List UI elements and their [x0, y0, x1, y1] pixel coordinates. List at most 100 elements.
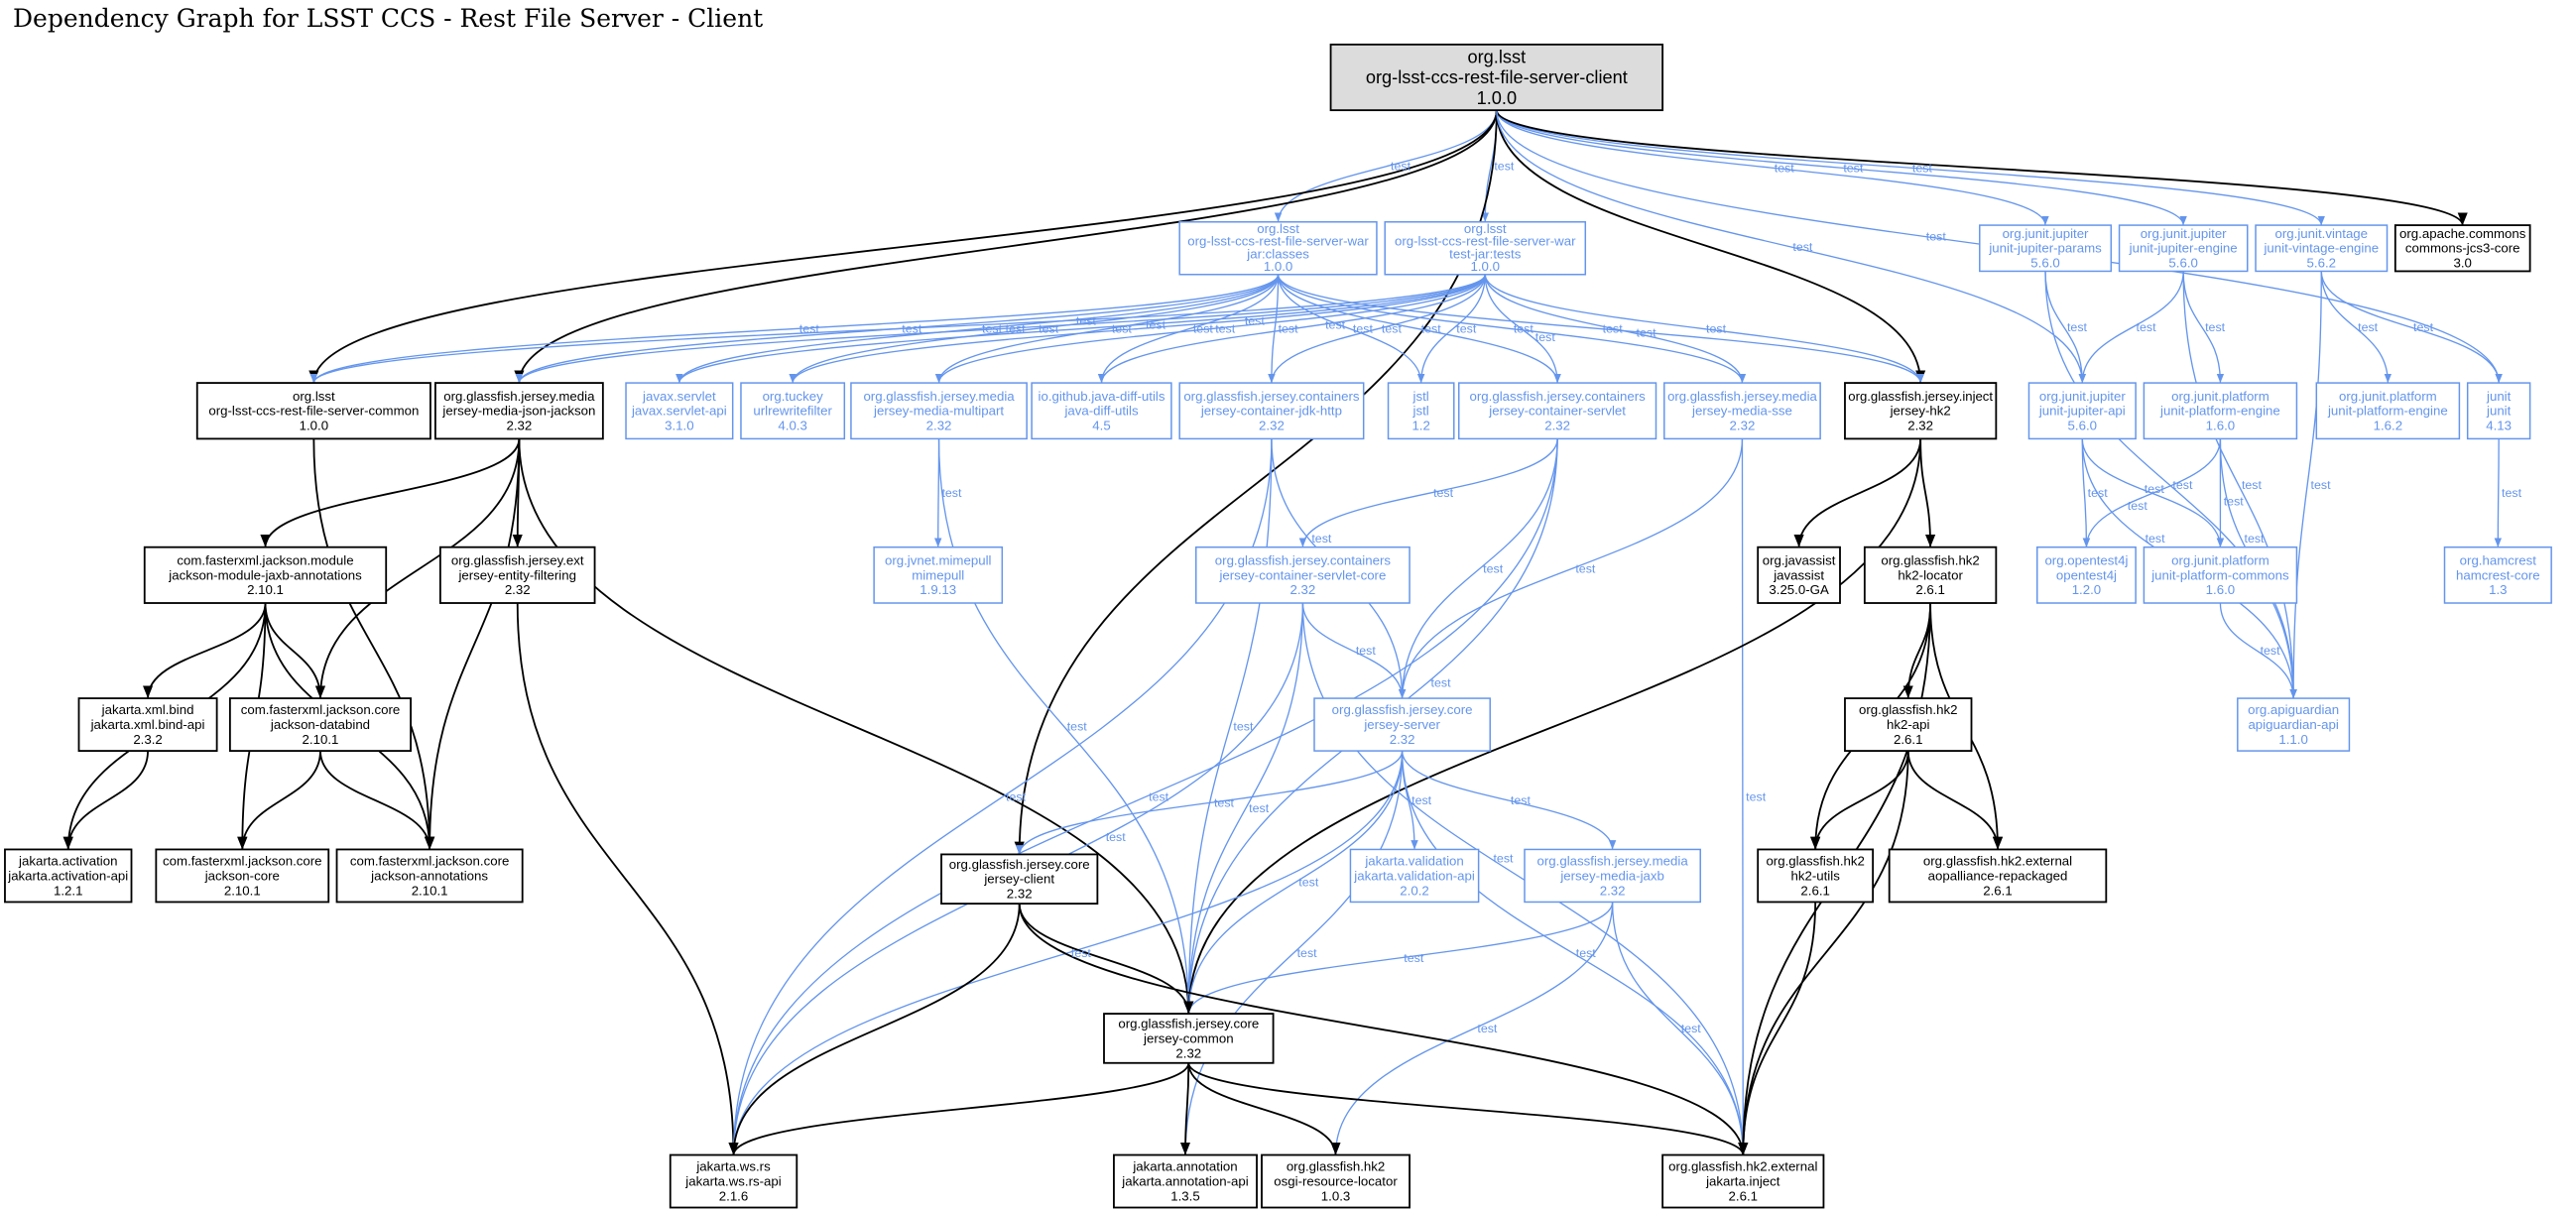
node-jcore[interactable]: com.fasterxml.jackson.corejackson-core2.…: [155, 848, 330, 904]
node-cservlet[interactable]: org.glassfish.jersey.containersjersey-co…: [1458, 382, 1657, 440]
node-jaxbann[interactable]: com.fasterxml.jackson.modulejackson-modu…: [143, 545, 388, 604]
node-pcommons[interactable]: org.junit.platformjunit-platform-commons…: [2143, 545, 2298, 604]
node-box: [1663, 382, 1821, 440]
node-label-line: com.fasterxml.jackson.core: [241, 702, 401, 717]
node-pengine[interactable]: org.junit.platformjunit-platform-engine1…: [2143, 382, 2298, 440]
node-vintage[interactable]: org.junit.vintagejunit-vintage-engine5.6…: [2255, 224, 2389, 273]
node-sse[interactable]: org.glassfish.jersey.mediajersey-media-s…: [1663, 382, 1821, 440]
node-label-line: 3.0: [2454, 256, 2472, 271]
node-label-line: com.fasterxml.jackson.module: [177, 552, 353, 567]
node-label-line: jersey-container-servlet-core: [1218, 567, 1386, 582]
node-wartest[interactable]: org.lsstorg-lsst-ccs-rest-file-server-wa…: [1384, 221, 1587, 276]
node-label-line: 1.6.0: [2206, 419, 2235, 433]
node-box: [228, 697, 412, 752]
edge-warjar-to-jhk2: [1277, 274, 1924, 384]
node-pengine162[interactable]: org.junit.platformjunit-platform-engine1…: [2315, 382, 2461, 440]
node-label-line: jersey-server: [1363, 717, 1440, 732]
node-label-line: org.opentest4j: [2044, 552, 2128, 567]
node-jparams[interactable]: org.junit.jupiterjunit-jupiter-params5.6…: [1979, 224, 2113, 273]
node-label-line: 4.13: [2486, 419, 2512, 433]
node-box: [195, 382, 431, 440]
node-aop[interactable]: org.glassfish.hk2.externalaopalliance-re…: [1888, 848, 2108, 904]
node-label-line: test-jar:tests: [1449, 246, 1522, 261]
node-jserver[interactable]: org.glassfish.jersey.corejersey-server2.…: [1313, 697, 1491, 752]
node-label-line: org.tuckey: [763, 389, 824, 404]
node-box: [335, 848, 524, 904]
node-label-line: jersey-entity-filtering: [457, 567, 576, 582]
node-jdkhttp[interactable]: org.glassfish.jersey.containersjersey-co…: [1178, 382, 1365, 440]
node-box: [1863, 545, 1998, 604]
node-servletcore[interactable]: org.glassfish.jersey.containersjersey-co…: [1195, 545, 1411, 604]
node-label-line: urlrewritefilter: [753, 404, 832, 419]
node-label-line: jakarta.xml.bind: [101, 702, 194, 717]
node-jjackson[interactable]: org.glassfish.jersey.mediajersey-media-j…: [433, 382, 604, 440]
edge-label: test: [1926, 229, 1947, 243]
node-label-line: 5.6.0: [2068, 419, 2097, 433]
edge-common-to-jannot: [312, 438, 435, 850]
node-label-line: org.glassfish.jersey.core: [1118, 1016, 1259, 1030]
node-box: [77, 697, 218, 752]
node-diffutils[interactable]: io.github.java-diff-utilsjava-diff-utils…: [1031, 382, 1172, 440]
node-label-line: jersey-container-servlet: [1488, 404, 1626, 419]
edge-root-to-common: [308, 110, 1498, 384]
node-root[interactable]: org.lsstorg-lsst-ccs-rest-file-server-cl…: [1329, 43, 1664, 112]
node-validation[interactable]: jakarta.validationjakarta.validation-api…: [1349, 848, 1480, 904]
node-warjar[interactable]: org.lsstorg-lsst-ccs-rest-file-server-wa…: [1178, 221, 1378, 276]
node-xmlbind[interactable]: jakarta.xml.bindjakarta.xml.bind-api2.3.…: [77, 697, 218, 752]
node-label-line: apiguardian-api: [2248, 717, 2338, 732]
edge-label: test: [1511, 793, 1532, 807]
node-label-line: 2.32: [506, 419, 532, 433]
node-label-line: jersey-media-multipart: [873, 404, 1004, 419]
edge-label: test: [2224, 494, 2245, 508]
node-label-line: org-lsst-ccs-rest-file-server-war: [1187, 234, 1369, 249]
node-jannot[interactable]: com.fasterxml.jackson.corejackson-annota…: [335, 848, 524, 904]
edge-label: test: [1681, 1022, 1702, 1035]
edge-label: test: [1514, 322, 1534, 336]
node-activation[interactable]: jakarta.activationjakarta.activation-api…: [4, 848, 133, 904]
node-jengine[interactable]: org.junit.jupiterjunit-jupiter-engine5.6…: [2118, 224, 2249, 273]
node-inject[interactable]: org.glassfish.hk2.externaljakarta.inject…: [1661, 1153, 1825, 1209]
node-entfilt[interactable]: org.glassfish.jersey.extjersey-entity-fi…: [438, 545, 596, 604]
node-label-line: jakarta.ws.rs: [695, 1159, 771, 1174]
node-box: [2143, 545, 2298, 604]
node-common[interactable]: org.lsstorg-lsst-ccs-rest-file-server-co…: [195, 382, 431, 440]
node-label-line: 2.32: [1730, 419, 1756, 433]
node-box: [2315, 382, 2461, 440]
node-annapi[interactable]: jakarta.annotationjakarta.annotation-api…: [1113, 1153, 1258, 1209]
node-jhk2[interactable]: org.glassfish.jersey.injectjersey-hk22.3…: [1844, 382, 1998, 440]
node-box: [2466, 382, 2531, 440]
node-mjaxb[interactable]: org.glassfish.jersey.mediajersey-media-j…: [1524, 848, 1701, 904]
edge-label: test: [1456, 322, 1477, 336]
edge-label: test: [1421, 322, 1442, 336]
node-jclient[interactable]: org.glassfish.jersey.corejersey-client2.…: [940, 853, 1099, 906]
node-box: [2027, 382, 2137, 440]
node-multipart[interactable]: org.glassfish.jersey.mediajersey-media-m…: [850, 382, 1028, 440]
edge-hk2api-to-inject: [1738, 751, 1909, 1155]
node-label-line: javax.servlet-api: [631, 404, 727, 419]
node-label-line: 2.10.1: [412, 883, 448, 898]
node-label-line: opentest4j: [2056, 567, 2117, 582]
node-label-line: junit-platform-engine: [2159, 404, 2280, 419]
edge-label: test: [1792, 240, 1813, 254]
edge-root-to-vintage: [1496, 110, 2325, 226]
node-jcommon[interactable]: org.glassfish.jersey.corejersey-common2.…: [1103, 1013, 1275, 1064]
node-label-line: jersey-media-sse: [1691, 404, 1792, 419]
node-osgi[interactable]: org.glassfish.hk2osgi-resource-locator1.…: [1261, 1153, 1411, 1209]
edge-servletcore-to-jcommon: [1184, 603, 1304, 1015]
node-databind[interactable]: com.fasterxml.jackson.corejackson-databi…: [228, 697, 412, 752]
